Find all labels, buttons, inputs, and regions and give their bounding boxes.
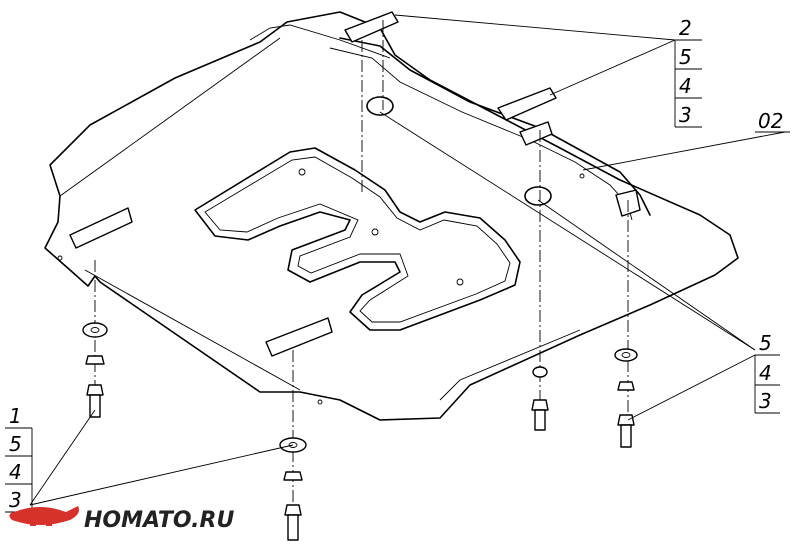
callout-02: 02 (758, 109, 783, 133)
callout-5: 5 (679, 45, 692, 69)
logo-h-icon (30, 508, 52, 526)
callout-3b: 3 (759, 389, 772, 413)
callout-cover: 02 (755, 109, 790, 133)
callout-5c: 5 (9, 432, 22, 456)
callout-1: 1 (9, 404, 22, 428)
callout-3c: 3 (9, 488, 22, 512)
callout-2: 2 (679, 16, 692, 40)
callout-stack-top-right: 2 5 4 3 (674, 16, 702, 128)
fasteners (82, 322, 638, 541)
callout-3: 3 (679, 103, 692, 127)
bracket-part-2 (69, 11, 641, 357)
callout-stack-mid-right: 5 4 3 (754, 331, 780, 414)
homato-logo: HOMATO.RU (9, 506, 234, 533)
callout-stack-bottom-left: 1 5 4 3 (5, 404, 33, 513)
logo-text: HOMATO.RU (84, 508, 234, 533)
callout-5b: 5 (759, 331, 772, 355)
callout-4b: 4 (759, 361, 772, 385)
callout-4: 4 (679, 74, 692, 98)
callout-4c: 4 (9, 460, 22, 484)
leader-lines (29, 14, 786, 506)
